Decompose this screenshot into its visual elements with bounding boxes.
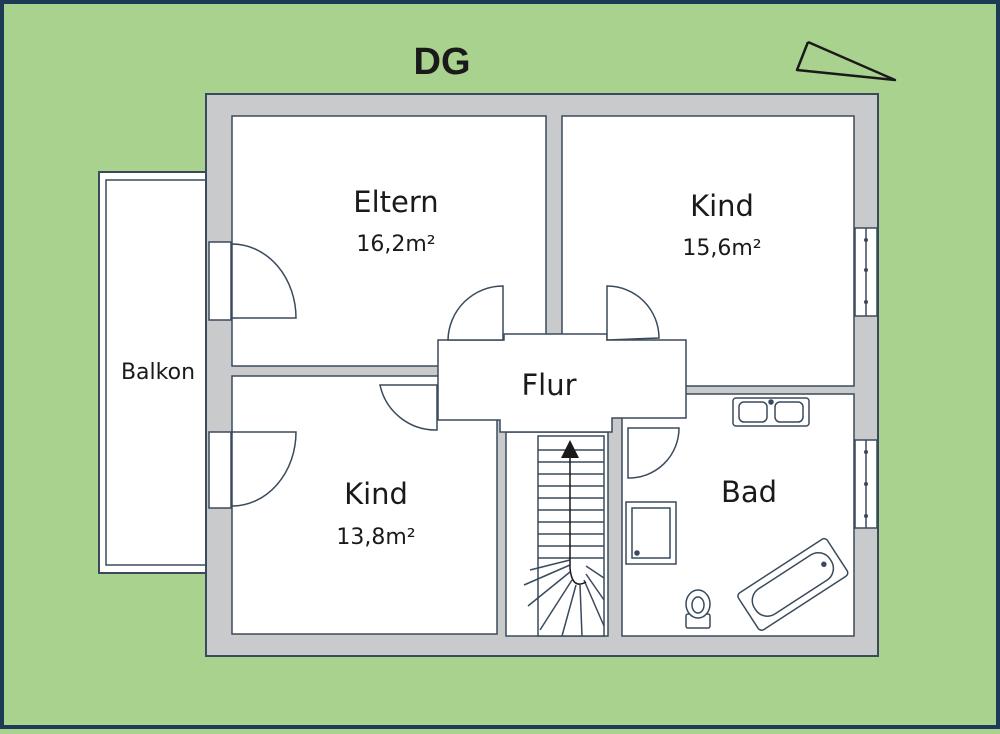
room-kind-top-area: 15,6m² bbox=[682, 236, 761, 261]
balcony-door-opening-2 bbox=[208, 431, 232, 509]
door-kind-top bbox=[606, 285, 660, 341]
door-eltern bbox=[447, 285, 504, 341]
room-eltern-area: 16,2m² bbox=[356, 232, 435, 257]
door-balkon-eltern bbox=[231, 243, 297, 319]
shower-icon bbox=[625, 501, 677, 565]
balkon-label: Balkon bbox=[121, 360, 195, 385]
room-kind-top-name: Kind bbox=[690, 189, 754, 223]
stairs bbox=[523, 435, 605, 637]
toilet-icon bbox=[685, 589, 711, 629]
room-kind-bottom-name: Kind bbox=[344, 477, 408, 511]
window-right-lower bbox=[854, 439, 878, 529]
bathtub-icon bbox=[737, 537, 849, 631]
floor-title: DG bbox=[414, 41, 471, 83]
room-flur-name: Flur bbox=[521, 368, 576, 402]
room-kind-bottom-area: 13,8m² bbox=[336, 525, 415, 550]
door-bad bbox=[627, 427, 680, 479]
door-balkon-kind bbox=[231, 431, 297, 507]
room-flur bbox=[437, 333, 687, 433]
door-kind-bottom bbox=[379, 384, 438, 431]
room-bad-name: Bad bbox=[721, 475, 777, 509]
window-right-upper bbox=[854, 227, 878, 317]
north-arrow-icon bbox=[795, 40, 897, 82]
room-eltern-name: Eltern bbox=[353, 185, 438, 219]
balcony-door-opening-1 bbox=[208, 241, 232, 321]
sink-icon bbox=[732, 397, 810, 427]
stair-arrow-icon bbox=[561, 440, 579, 458]
